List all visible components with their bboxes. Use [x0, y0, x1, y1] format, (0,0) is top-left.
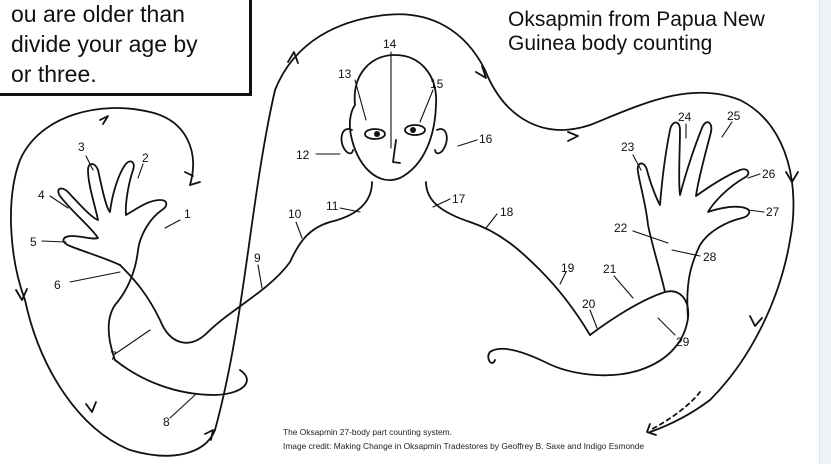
label-16: 16	[479, 132, 493, 146]
label-18: 18	[500, 205, 514, 219]
side-scrollbar[interactable]	[819, 0, 831, 464]
top-counting-loop	[215, 14, 793, 432]
label-14: 14	[383, 37, 397, 51]
label-11: 11	[326, 199, 339, 213]
label-9: 9	[254, 251, 261, 265]
callout-line-1: ou are older than	[11, 0, 249, 29]
label-5: 5	[30, 235, 37, 249]
label-15: 15	[430, 77, 444, 91]
label-26: 26	[762, 167, 776, 181]
label-8: 8	[163, 415, 170, 429]
label-7: 7	[110, 349, 117, 363]
nose	[393, 140, 400, 163]
title-line-1: Oksapmin from Papua New	[508, 8, 818, 32]
label-12: 12	[296, 148, 310, 162]
arrowhead	[205, 430, 213, 440]
label-10: 10	[288, 207, 302, 221]
callout-line-3: or three.	[11, 59, 249, 89]
label-21: 21	[603, 262, 617, 276]
label-28: 28	[703, 250, 717, 264]
arrowhead	[100, 116, 108, 124]
torso-left	[208, 182, 372, 332]
label-1: 1	[184, 207, 191, 221]
label-13: 13	[338, 67, 352, 81]
callout-line-2: divide your age by	[11, 29, 249, 59]
arrowhead	[288, 52, 298, 63]
right-hand	[638, 122, 750, 318]
arrowhead	[568, 132, 578, 141]
label-4: 4	[38, 188, 45, 202]
left-counting-loop	[11, 108, 215, 456]
title-line-2: Guinea body counting	[508, 32, 818, 56]
label-2: 2	[142, 151, 149, 165]
left-arm-lower-edge	[120, 265, 208, 343]
label-6: 6	[54, 278, 61, 292]
label-19: 19	[561, 261, 575, 275]
right-ear	[435, 129, 447, 153]
caption-line-2: Image credit: Making Change in Oksapmin …	[283, 439, 644, 453]
label-27: 27	[766, 205, 780, 219]
label-20: 20	[582, 297, 596, 311]
diagram-title: Oksapmin from Papua New Guinea body coun…	[508, 8, 818, 56]
label-3: 3	[78, 140, 85, 154]
arrowhead	[750, 316, 762, 326]
label-23: 23	[621, 140, 635, 154]
label-17: 17	[452, 192, 466, 206]
arrowhead	[86, 402, 96, 412]
label-22: 22	[614, 221, 628, 235]
label-29: 29	[676, 335, 690, 349]
age-tip-callout: ou are older than divide your age by or …	[0, 0, 252, 96]
label-25: 25	[727, 109, 741, 123]
caption-line-1: The Oksapmin 27-body part counting syste…	[283, 425, 644, 439]
image-caption: The Oksapmin 27-body part counting syste…	[283, 425, 644, 453]
label-24: 24	[678, 110, 692, 124]
